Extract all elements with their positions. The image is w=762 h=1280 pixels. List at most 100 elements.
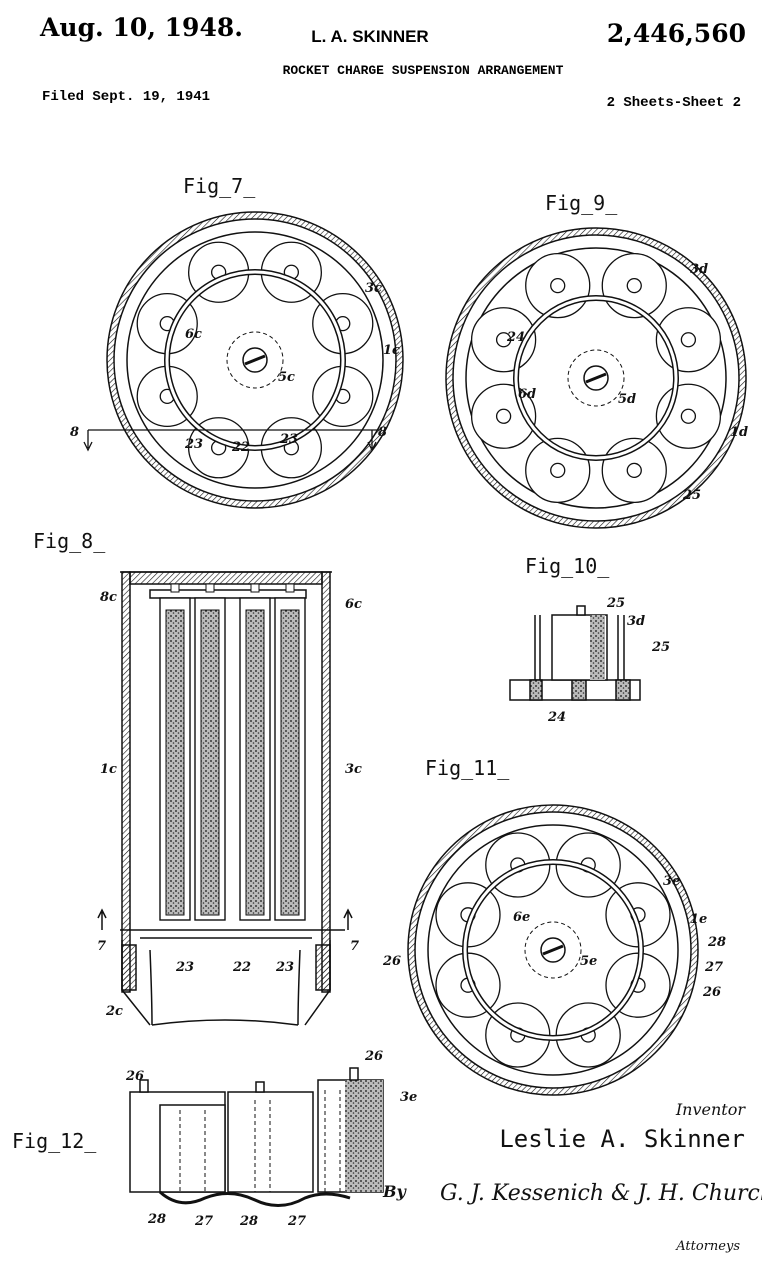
ref-numeral: 5c [278, 370, 295, 385]
ref-numeral: 1c [100, 762, 117, 777]
figure-9-drawing [445, 227, 747, 529]
section-line-8-8 [83, 429, 380, 452]
ref-numeral: 6c [345, 597, 362, 612]
ref-numeral: 28 [239, 1214, 258, 1229]
center-fitting [583, 365, 609, 391]
ref-numeral: 23 [175, 960, 194, 975]
ref-numeral: 23 [279, 432, 298, 447]
patent-title: ROCKET CHARGE SUSPENSION ARRANGEMENT [283, 63, 564, 78]
center-dashed-circle [524, 921, 582, 979]
charge-nut [550, 462, 566, 479]
suspension-nut [170, 583, 180, 593]
ref-numeral: 28 [147, 1212, 166, 1227]
ref-numeral: 1c [383, 343, 400, 358]
ref-numeral: 23 [184, 437, 203, 452]
ref-numeral: 28 [707, 935, 726, 950]
ref-numeral: 8 [378, 425, 387, 440]
ref-numeral: 6e [513, 910, 530, 925]
fig-7-references: 3c 6c 1c 5c 8 8 23 22 23 [70, 281, 400, 455]
ref-numeral: 24 [506, 330, 525, 345]
ref-numeral: 1d [730, 425, 748, 440]
attorney-signatures: G. J. Kessenich & J. H. Church [440, 1181, 762, 1206]
ref-numeral: 6c [185, 327, 202, 342]
fig-12-references: 26 26 3e 28 27 28 27 [125, 1049, 417, 1229]
by-label: By [382, 1182, 408, 1201]
ref-numeral: 26 [125, 1069, 144, 1084]
fig-9-references: 3d 24 6d 5d 1d 25 [506, 262, 748, 503]
ref-numeral: 1e [690, 912, 707, 927]
sheet-count: 2 Sheets-Sheet 2 [607, 95, 741, 111]
fig-10-references: 25 3d 25 24 [547, 596, 670, 725]
figure-12-drawing [129, 1067, 384, 1207]
propellant-charge [200, 609, 220, 916]
ref-numeral: 27 [194, 1214, 213, 1229]
ref-numeral: 25 [682, 488, 701, 503]
figure-7-drawing [83, 211, 404, 509]
center-slot [542, 944, 564, 956]
center-dashed-circle [226, 331, 284, 389]
ref-numeral: 24 [547, 710, 566, 725]
propellant-charge [245, 609, 265, 916]
ref-numeral: 6d [518, 387, 536, 402]
fig-9-label: Fig_9_ [545, 191, 618, 215]
ref-numeral: 3e [663, 874, 680, 889]
charge-nut [495, 332, 512, 348]
inventor-heading: Inventor [675, 1100, 747, 1119]
ref-numeral: 7 [350, 939, 359, 954]
suspension-nut [205, 583, 215, 593]
ref-numeral: 2c [105, 1004, 123, 1019]
fig-11-label: Fig_11_ [425, 756, 510, 780]
ref-numeral: 8c [100, 590, 117, 605]
inventor-name: Leslie A. Skinner [499, 1125, 745, 1153]
ref-numeral: 22 [231, 440, 250, 455]
center-slot [585, 372, 607, 384]
ref-numeral: 22 [232, 960, 251, 975]
support-ring-inner [514, 296, 678, 460]
ref-numeral: 3d [690, 262, 708, 277]
ref-numeral: 26 [364, 1049, 383, 1064]
charge-nut [626, 277, 642, 294]
inventor-header: L. A. SKINNER [311, 27, 428, 46]
attorneys-label: Attorneys [675, 1239, 740, 1254]
suspension-nut [285, 583, 295, 593]
charge-nut [495, 408, 512, 424]
charge-nut [680, 408, 697, 424]
center-fitting [242, 347, 268, 373]
fig-12-label: Fig_12_ [12, 1129, 97, 1153]
inner-liner [126, 231, 384, 489]
figure-8-drawing [97, 571, 353, 1026]
ref-numeral: 23 [275, 960, 294, 975]
center-dashed-circle [567, 349, 625, 407]
center-fitting [540, 937, 566, 963]
ref-numeral: 3c [345, 762, 362, 777]
ref-numeral: 25 [651, 640, 670, 655]
fig-7-label: Fig_7_ [183, 174, 256, 198]
inner-liner [465, 247, 727, 509]
figure-10-drawing [509, 605, 641, 701]
ref-numeral: 26 [382, 954, 401, 969]
center-slot [244, 354, 266, 366]
patent-date: Aug. 10, 1948. [39, 13, 243, 42]
ref-numeral: 27 [287, 1214, 306, 1229]
inner-liner [427, 824, 679, 1076]
propellant-charge [280, 609, 300, 916]
ref-numeral: 27 [704, 960, 723, 975]
support-ring-inner [463, 860, 643, 1040]
ref-numeral: 7 [97, 939, 106, 954]
ref-numeral: 5d [618, 392, 636, 407]
support-ring-inner [165, 270, 345, 450]
ref-numeral: 3d [627, 614, 645, 629]
ref-numeral: 26 [702, 985, 721, 1000]
ref-numeral: 3c [365, 281, 382, 296]
patent-number: 2,446,560 [607, 19, 746, 48]
ref-numeral: 25 [606, 596, 625, 611]
ref-numeral: 3e [400, 1090, 417, 1105]
fig-11-references: 3e 1e 6e 5e 26 28 27 26 [382, 874, 726, 1000]
figure-11-drawing [407, 804, 699, 1096]
charge-nut [680, 332, 697, 348]
propellant-charge [165, 609, 185, 916]
fig-8-label: Fig_8_ [33, 529, 106, 553]
charge-nut [550, 277, 566, 294]
